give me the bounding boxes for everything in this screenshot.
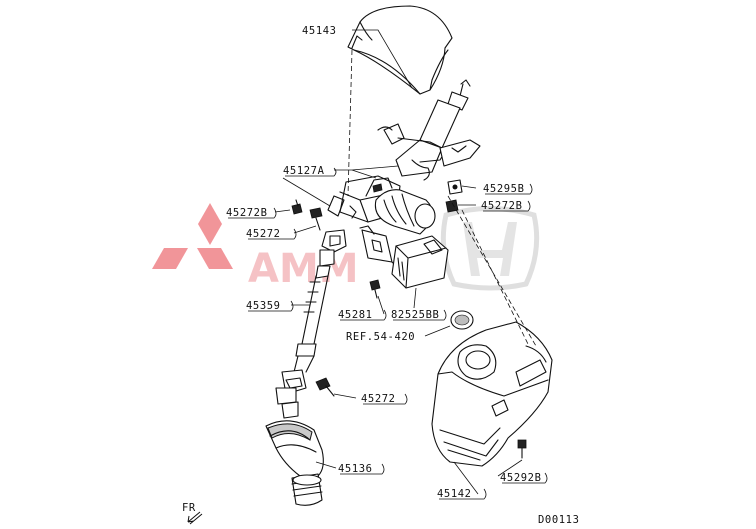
label-45142: 45142 — [437, 488, 472, 500]
ecu-bracket — [359, 225, 399, 269]
intermediate-shaft-45359 — [275, 229, 347, 419]
bolts — [291, 179, 527, 459]
fr-label: FR — [182, 502, 196, 514]
label-45272-lower: 45272 — [361, 393, 396, 405]
label-underlines — [228, 167, 548, 500]
watermark: AMM — [152, 203, 540, 292]
alignment-lines — [347, 49, 537, 347]
screw-45292B — [517, 439, 527, 459]
ecu-module-82525BB — [391, 235, 449, 289]
label-45281: 45281 — [338, 309, 373, 321]
steering-column-tube — [377, 79, 481, 181]
honda-logo-watermark — [440, 206, 540, 291]
label-45272B-right: 45272B — [481, 200, 523, 212]
diagram-code: D00113 — [538, 514, 580, 526]
nut-45295B — [447, 179, 463, 195]
bolt-45272-lower — [315, 377, 335, 397]
label-45292B: 45292B — [500, 472, 542, 484]
label-45272B-left: 45272B — [226, 207, 268, 219]
ignition-ring-ref — [450, 310, 474, 330]
part-labels: 45143 45127A 45272B 45272 45359 45281 82… — [226, 25, 542, 500]
label-82525BB: 82525BB — [391, 309, 439, 321]
shaft-boot-45136 — [265, 420, 324, 506]
lower-column-cover-45142 — [431, 321, 553, 467]
arrow-icon — [187, 511, 203, 525]
label-45143: 45143 — [302, 25, 337, 37]
bolt-45272-upper — [309, 207, 323, 231]
bolt-45281 — [369, 279, 381, 299]
bolt-45272B-left — [291, 199, 303, 215]
leader-lines — [274, 29, 523, 495]
mitsubishi-logo-watermark — [152, 203, 233, 269]
label-45127A: 45127A — [283, 165, 325, 177]
label-ref-54-420: REF.54-420 — [346, 331, 415, 343]
watermark-text: AMM — [248, 246, 359, 292]
label-45359: 45359 — [246, 300, 281, 312]
bolt-45272B-right — [445, 199, 459, 213]
label-45136: 45136 — [338, 463, 373, 475]
upper-column-cover-45143 — [347, 5, 453, 95]
label-45295B: 45295B — [483, 183, 525, 195]
front-direction-indicator: FR — [182, 502, 203, 525]
label-45272-upper: 45272 — [246, 228, 281, 240]
eps-motor-assembly — [327, 175, 436, 235]
